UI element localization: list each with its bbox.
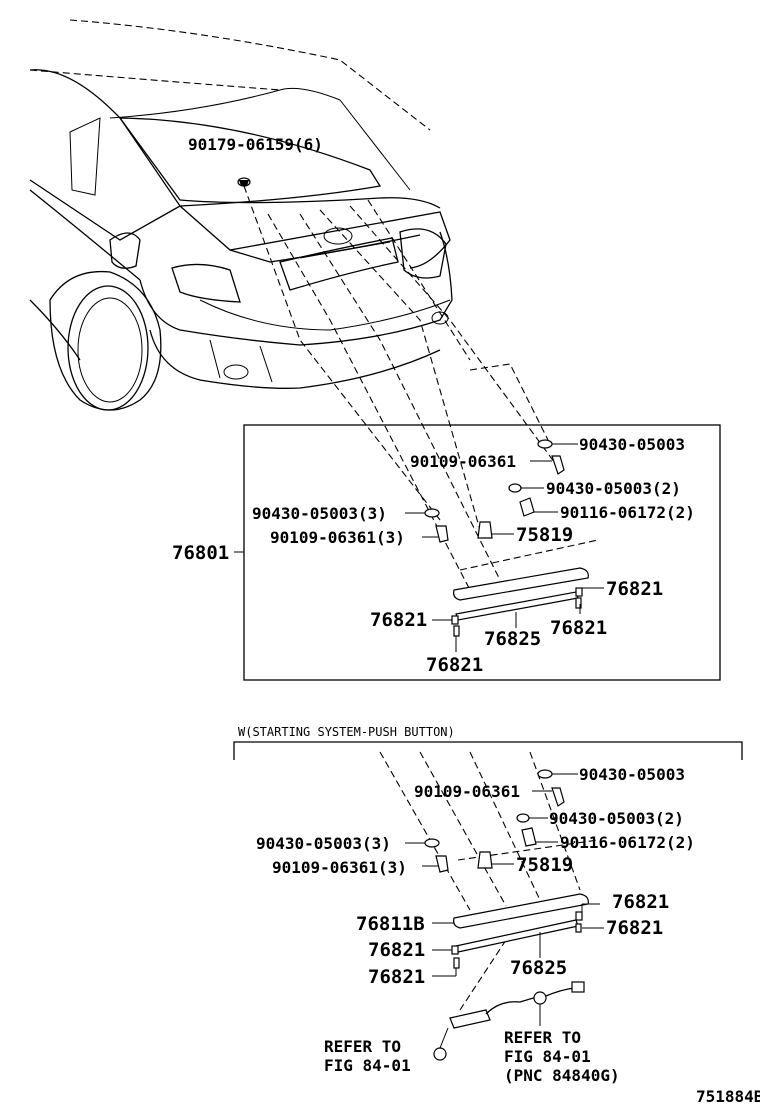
label-top-screw-b: 90109-06361(3): [270, 528, 405, 547]
refer-left-line1: REFER TO: [324, 1037, 401, 1056]
bottom-leader-lines: [405, 773, 604, 977]
label-bottom-clip: 75819: [516, 854, 573, 876]
bottom-bracket: [233, 741, 743, 760]
push-button-switch: [433, 981, 585, 1061]
label-top-nut-b: 90430-05003(2): [546, 479, 681, 498]
refer-left-line2: FIG 84-01: [324, 1056, 411, 1075]
label-top-nut-c: 90430-05003(3): [252, 504, 387, 523]
label-bottom-nut-c: 90430-05003(3): [256, 834, 391, 853]
bottom-fasteners: [424, 769, 565, 873]
top-leader-lines: [405, 443, 604, 652]
bottom-heading: W(STARTING SYSTEM-PUSH BUTTON): [238, 725, 455, 739]
label-bottom-strip: 76825: [510, 957, 567, 979]
refer-right-line1: REFER TO: [504, 1028, 581, 1047]
label-bottom-screw-a: 90109-06361: [414, 782, 520, 801]
label-top-bolt: 90116-06172(2): [560, 503, 695, 522]
label-top-strip: 76825: [484, 628, 541, 650]
label-bottom-nut-b: 90430-05003(2): [549, 809, 684, 828]
top-garnish-parts: [451, 567, 589, 637]
refer-right-line2: FIG 84-01: [504, 1047, 591, 1066]
label-top-screw-a: 90109-06361: [410, 452, 516, 471]
label-roof-clip: 90179-06159(6): [188, 135, 323, 154]
car-rear-body: [29, 19, 453, 411]
label-bottom-pad-l1: 76821: [368, 939, 425, 961]
label-bottom-pad-r1: 76821: [612, 891, 669, 913]
label-top-pad-l1: 76821: [370, 609, 427, 631]
label-bottom-assembly: 76811B: [356, 913, 425, 935]
roof-clip-part: [237, 177, 251, 187]
label-top-clip: 75819: [516, 524, 573, 546]
label-top-nut-a: 90430-05003: [579, 435, 685, 454]
label-bottom-screw-b: 90109-06361(3): [272, 858, 407, 877]
refer-right-line3: (PNC 84840G): [504, 1066, 620, 1085]
projection-lines-top: [243, 185, 599, 591]
label-top-pad-r1: 76821: [606, 578, 663, 600]
label-bottom-pad-r2: 76821: [606, 917, 663, 939]
label-top-pad-r2: 76821: [550, 617, 607, 639]
label-bottom-pad-l2: 76821: [368, 966, 425, 988]
label-bottom-nut-a: 90430-05003: [579, 765, 685, 784]
label-bottom-bolt: 90116-06172(2): [560, 833, 695, 852]
label-assembly-top: 76801: [172, 542, 229, 564]
drawing-number: 751884B: [696, 1087, 760, 1106]
label-top-pad-l2: 76821: [426, 654, 483, 676]
